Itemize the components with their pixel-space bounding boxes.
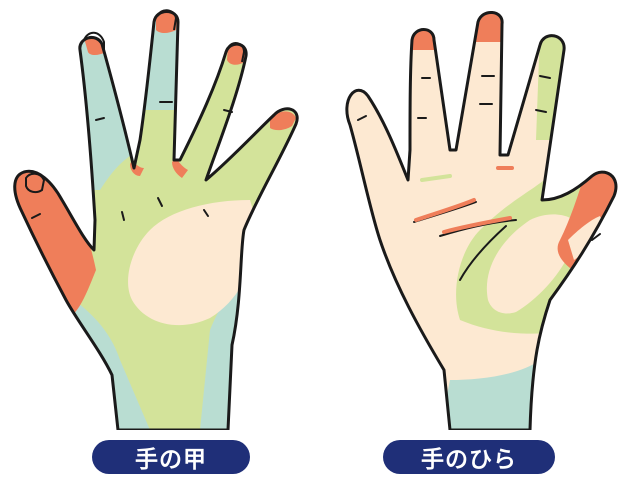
label-back-of-hand: 手の甲 [92,440,250,474]
palm-illustration [310,0,621,430]
palm-svg [310,0,621,430]
back-hand-zones [0,0,310,430]
palm-zones [310,0,621,430]
back-of-hand-illustration [0,0,310,430]
label-palm-text: 手のひら [421,440,517,474]
label-back-of-hand-text: 手の甲 [135,440,207,474]
back-of-hand-svg [0,0,310,430]
label-palm: 手のひら [383,440,555,474]
